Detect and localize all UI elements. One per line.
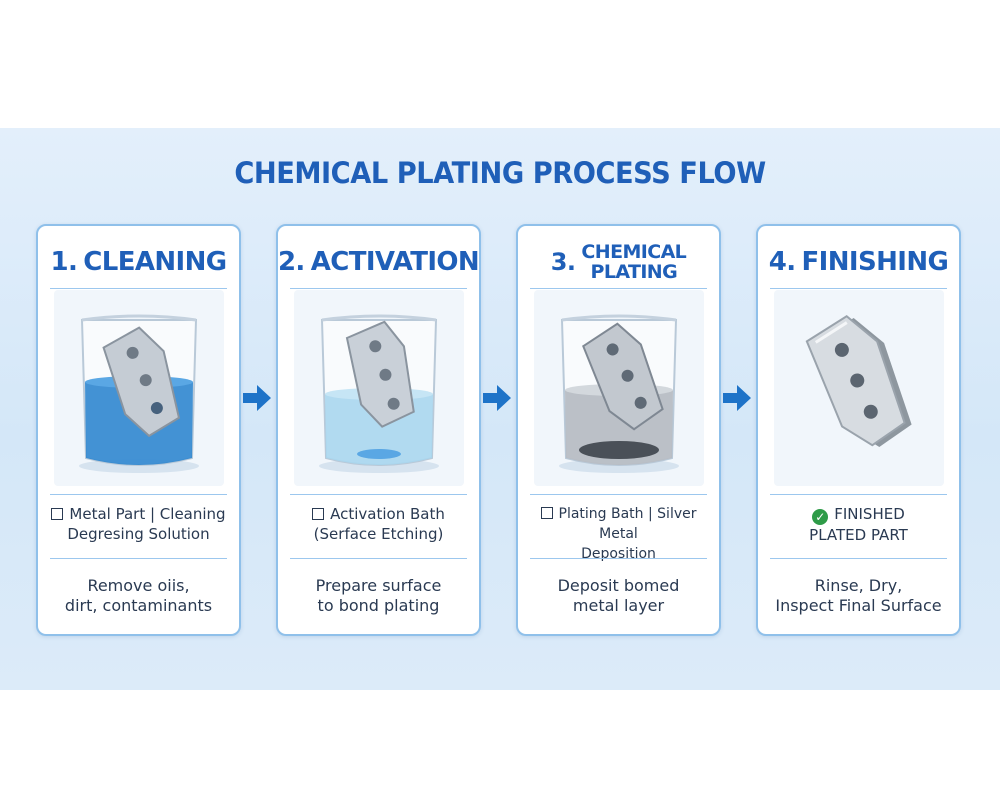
beaker-photo (294, 290, 464, 486)
plated-part-icon (805, 315, 912, 447)
checkbox-icon (312, 508, 325, 520)
step-title: 3. CHEMICAL PLATING (518, 238, 719, 286)
arrow-right-icon (483, 385, 511, 411)
check-circle-icon: ✓ (812, 509, 829, 525)
step-number: 3. (550, 248, 576, 276)
desc-line: Remove oiis, (87, 576, 190, 595)
step-caption: Activation Bath (Serface Etching) (284, 504, 473, 544)
step-number: 1. (50, 247, 78, 277)
caption-line: Plating Bath | Silver Metal (558, 506, 697, 542)
step-caption: ✓ FINISHED PLATED PART (764, 504, 953, 545)
divider (530, 288, 707, 289)
step-card-cleaning: 1. CLEANING Metal Part | Cleaning Degres… (36, 224, 241, 636)
divider (50, 494, 227, 495)
divider (770, 494, 947, 495)
step-name: CHEMICAL (581, 241, 687, 263)
caption-line: PLATED PART (809, 526, 908, 544)
desc-line: metal layer (572, 596, 665, 615)
arrow-right-icon (723, 385, 751, 411)
desc-line: to bond plating (317, 596, 440, 615)
step-name: CLEANING (83, 247, 227, 277)
divider (50, 288, 227, 289)
step-description: Remove oiis, dirt, contaminants (44, 576, 233, 616)
arrow-right-icon (243, 385, 271, 411)
checkbox-icon (51, 508, 64, 520)
divider (50, 558, 227, 559)
step-card-chemical-plating: 3. CHEMICAL PLATING Plating Bath | Silve… (516, 224, 721, 636)
divider (290, 288, 467, 289)
divider (530, 558, 707, 559)
caption-line: Metal Part | Cleaning (69, 505, 226, 523)
divider (290, 558, 467, 559)
beaker-light-blue-icon (319, 314, 439, 473)
beaker-blue-icon (79, 314, 199, 473)
step-title: 2. ACTIVATION (277, 238, 480, 286)
beaker-silver-icon (559, 314, 679, 473)
checkbox-icon (540, 507, 553, 519)
step-name: FINISHING (801, 247, 949, 277)
divider (770, 288, 947, 289)
caption-line: Degresing Solution (67, 525, 210, 543)
step-card-finishing: 4. FINISHING ✓ FINISHED PLATED PART Rinse… (756, 224, 961, 636)
step-description: Deposit bomed metal layer (524, 576, 713, 616)
step-description: Rinse, Dry, Inspect Final Surface (764, 576, 953, 616)
diagram-title: CHEMICAL PLATING PROCESS FLOW (234, 156, 766, 190)
finished-part-photo (774, 290, 944, 486)
desc-line: Prepare surface (315, 576, 442, 595)
step-card-activation: 2. ACTIVATION Activation Bath (Serface E… (276, 224, 481, 636)
caption-line: FINISHED (834, 505, 905, 523)
desc-line: Inspect Final Surface (775, 596, 942, 615)
beaker-photo (534, 290, 704, 486)
caption-line: Activation Bath (330, 505, 445, 523)
desc-line: dirt, contaminants (64, 596, 213, 615)
step-name: ACTIVATION (310, 247, 480, 277)
beaker-photo (54, 290, 224, 486)
desc-line: Rinse, Dry, (814, 576, 903, 595)
step-number: 2. (277, 247, 305, 277)
step-title: 1. CLEANING (38, 238, 239, 286)
step-title: 4. FINISHING (758, 238, 959, 286)
caption-line: (Serface Etching) (313, 525, 444, 543)
step-description: Prepare surface to bond plating (284, 576, 473, 616)
caption-line: Deposition (581, 546, 656, 562)
step-number: 4. (768, 247, 796, 277)
step-caption: Metal Part | Cleaning Degresing Solution (44, 504, 233, 544)
divider (530, 494, 707, 495)
step-caption: Plating Bath | Silver Metal Deposition (524, 504, 713, 564)
step-name: PLATING (590, 261, 678, 283)
divider (290, 494, 467, 495)
divider (770, 558, 947, 559)
desc-line: Deposit bomed (557, 576, 680, 595)
